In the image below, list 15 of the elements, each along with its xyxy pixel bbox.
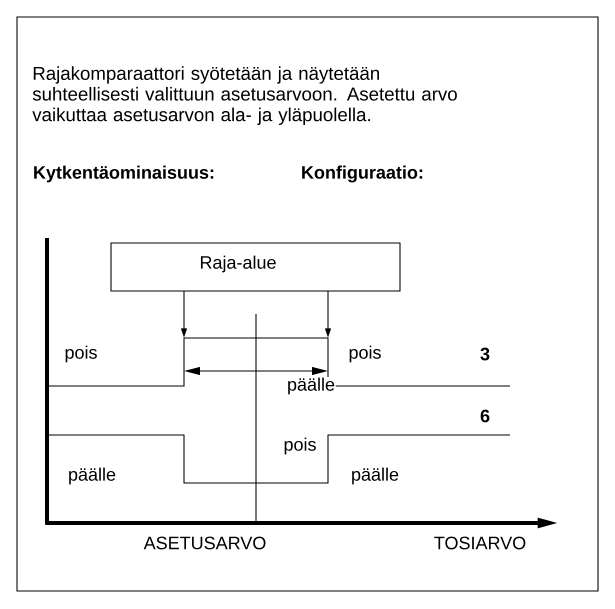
state-label: pois	[282, 436, 318, 456]
state-label: päälle	[286, 376, 336, 396]
range-box	[110, 242, 401, 292]
config-number: 3	[479, 346, 491, 362]
axis-label: TOSIARVO	[433, 536, 527, 550]
heading: Kytkentäominaisuus:	[32, 164, 216, 184]
state-label: pois	[64, 344, 98, 364]
description-text: Rajakomparaattori syötetään ja näytetään suhteellisesti valittuun asetusarvoon. Asetettu arvo vaikuttaa asetusarvon ala- ja yläpuolella.	[32, 66, 457, 125]
state-label: päälle	[350, 466, 400, 486]
config-number: 6	[479, 408, 491, 424]
heading: Konfiguraatio:	[300, 164, 425, 184]
state-label: pois	[348, 344, 382, 364]
state-label: päälle	[67, 466, 117, 486]
node-label: Raja-alue	[200, 256, 276, 272]
axis-label: ASETUSARVO	[142, 536, 268, 550]
